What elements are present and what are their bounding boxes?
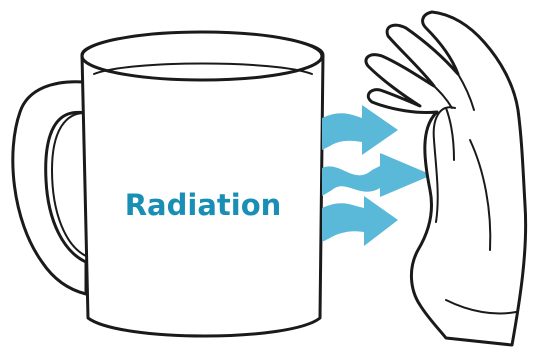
radiation-arrow-icon [322,196,398,246]
radiation-label: Radiation [125,188,282,222]
radiation-arrow-icon [322,153,432,197]
mug-rim [82,32,322,80]
mug-icon: Radiation [13,32,323,336]
radiation-arrows [322,105,432,246]
radiation-arrow-icon [322,105,398,155]
